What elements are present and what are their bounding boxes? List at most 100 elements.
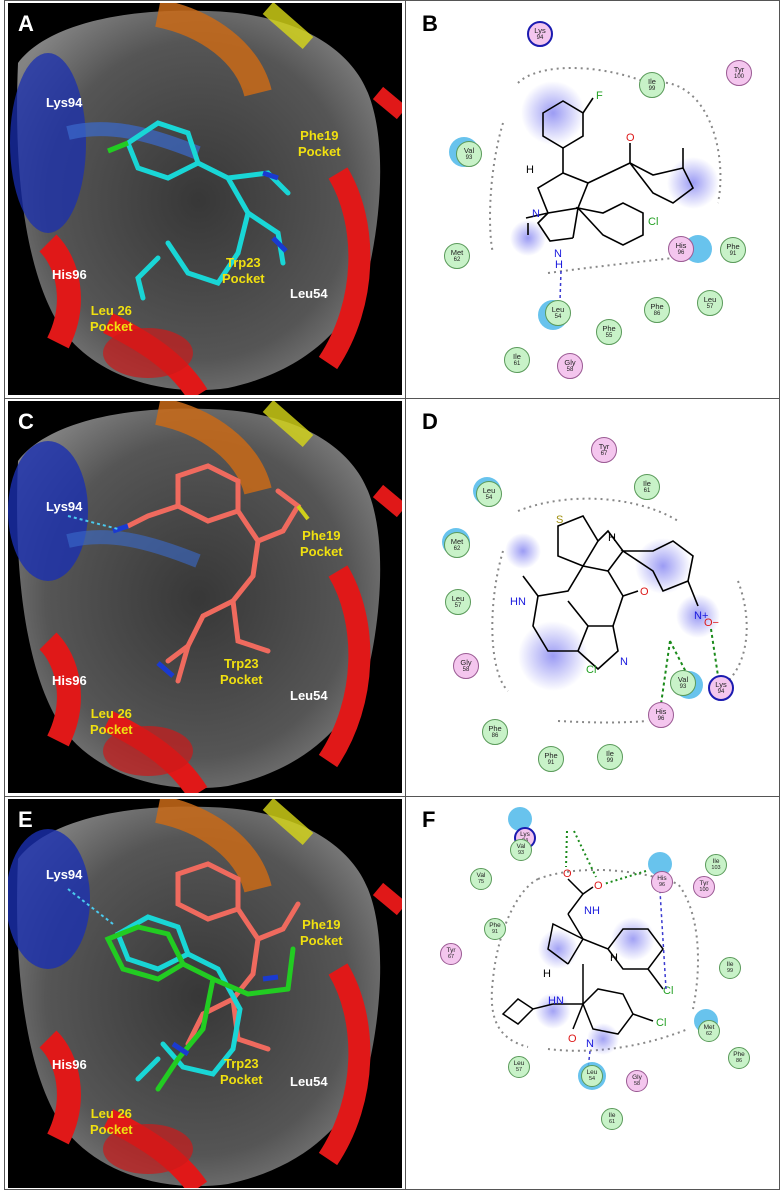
atom-label: S <box>556 514 563 526</box>
residue-number: 75 <box>477 878 485 885</box>
ribbon-strand <box>66 122 201 160</box>
surface-patch <box>103 1124 193 1174</box>
residue-name: Tyr <box>598 442 610 452</box>
pocket-contour <box>517 67 649 84</box>
residue-label-lys94: Lys94 <box>46 95 83 110</box>
ribbon-helix <box>39 632 81 747</box>
ligand-sticks-f <box>104 924 296 1092</box>
atom-label: H <box>610 952 618 964</box>
grid-line <box>4 398 780 399</box>
interaction-diagram-d: S HN O N Cl N+ O− H <box>491 497 748 724</box>
solvent-exposure <box>518 621 588 691</box>
atom-label: H <box>555 259 563 271</box>
atom-label: O <box>640 586 649 598</box>
ligand-2d-structure <box>525 97 695 246</box>
residue-name: Leu <box>703 295 717 305</box>
ribbon-helix <box>318 167 371 370</box>
ribbon-helix <box>262 401 314 448</box>
protein-surface <box>17 10 381 391</box>
atom-label: N <box>532 208 540 220</box>
residue-number: 54 <box>588 1075 596 1082</box>
residue-number: 93 <box>517 849 525 856</box>
residue-number: 58 <box>633 1080 641 1087</box>
residue-name: Ile <box>608 1112 616 1119</box>
residue-label-his96: His96 <box>52 267 87 282</box>
residue-number: 96 <box>677 249 685 256</box>
solvent-exposure <box>535 993 571 1029</box>
residue-number: 58 <box>566 366 574 373</box>
residue-name: Phe <box>488 724 502 734</box>
residue-name: Lys <box>715 680 727 690</box>
solvent-exposure <box>676 594 720 638</box>
grid-line <box>405 0 406 1190</box>
residue-number: 57 <box>515 1066 523 1073</box>
ribbon-helix <box>262 799 314 846</box>
residue-number: 55 <box>605 332 613 339</box>
residue-name: Val <box>516 843 526 850</box>
residue-name: His <box>655 707 667 717</box>
atom-label: F <box>596 90 603 102</box>
residue-number: 94 <box>536 34 544 41</box>
ligand-n-atoms <box>171 974 279 1057</box>
residue-number: 67 <box>447 953 455 960</box>
ligand-sticks-b <box>114 914 243 1082</box>
grid-line <box>4 0 780 1</box>
residue-number: 93 <box>465 154 473 161</box>
residue-number: 91 <box>729 250 737 257</box>
residue-name: Tyr <box>733 65 745 75</box>
residue-name: Ile <box>712 858 720 865</box>
atom-label: Cl <box>586 664 596 676</box>
ribbon-strand <box>66 530 201 568</box>
residue-number: 86 <box>653 310 661 317</box>
pocket-contour <box>517 497 679 522</box>
solvent-exposure <box>521 81 585 145</box>
residue-name: Leu <box>451 594 465 604</box>
residue-name: Gly <box>460 658 472 668</box>
residue-number: 91 <box>491 928 499 935</box>
ribbon-helix <box>372 86 402 120</box>
residue-label-lys94: Lys94 <box>46 499 83 514</box>
surface-patch <box>103 328 193 378</box>
panel-letter: C <box>18 409 34 434</box>
ligand-sticks <box>125 463 302 684</box>
residue-number: 86 <box>735 1057 743 1064</box>
residue-name: Val <box>463 146 475 156</box>
ribbon-helix <box>372 882 402 916</box>
atom-label: N+ <box>694 610 708 622</box>
atom-label: N <box>620 656 628 668</box>
pocket-contour <box>547 257 674 274</box>
